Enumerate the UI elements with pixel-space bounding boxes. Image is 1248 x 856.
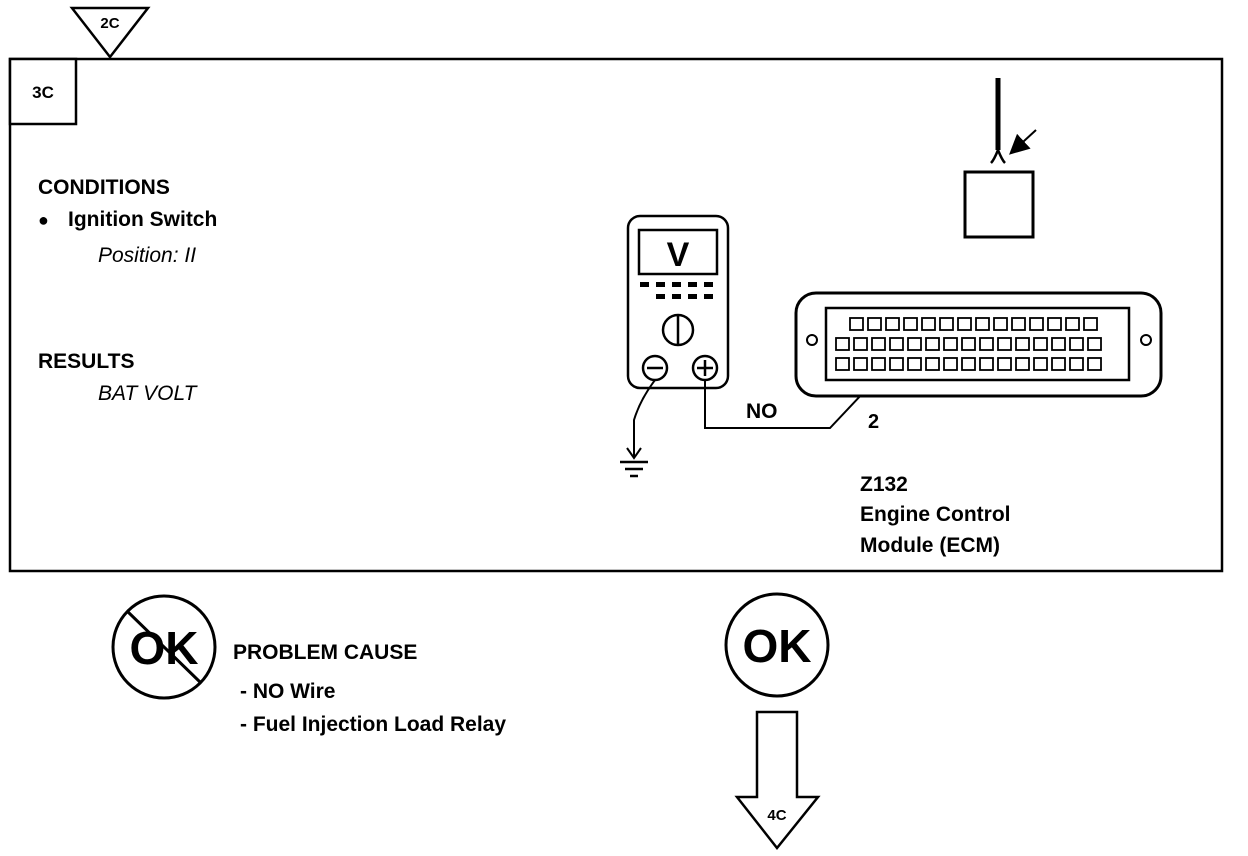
prev-step-ref: 2C (100, 15, 119, 32)
ecm-pin-cavity (939, 317, 954, 331)
ecm-pin-cavity (943, 337, 958, 351)
negative-terminal (641, 354, 669, 382)
module-code: Z132 (860, 473, 908, 496)
results-value: BAT VOLT (98, 382, 199, 405)
next-step-ref: 4C (767, 807, 786, 824)
ecm-pin-cavity (1069, 337, 1084, 351)
problem-cause-heading: PROBLEM CAUSE (233, 641, 417, 664)
meter-display (637, 228, 719, 276)
ecm-pin-cavity (885, 317, 900, 331)
ecm-pin-cavity (871, 357, 886, 371)
relay-component (963, 78, 1037, 239)
module-name-line1: Engine Control (860, 503, 1011, 526)
negative-lead (633, 379, 656, 458)
ecm-pin-cavity (1047, 317, 1062, 331)
pin-label: 2 (868, 411, 879, 433)
condition-bullet: ● (38, 210, 49, 230)
ecm-pin-cavity (871, 337, 886, 351)
meter-buttons (640, 282, 713, 299)
ok-label: OK (743, 620, 812, 672)
conditions-heading: CONDITIONS (38, 176, 170, 199)
meter-dial (661, 313, 695, 347)
ecm-pin-cavity (979, 357, 994, 371)
ecm-pin-cavity (1033, 357, 1048, 371)
results-heading: RESULTS (38, 350, 134, 373)
ecm-pin-cavity (907, 357, 922, 371)
step-id-box (8, 57, 78, 126)
ecm-pin-cavity (957, 317, 972, 331)
ecm-pin-cavity (853, 357, 868, 371)
ecm-pin-cavity (889, 337, 904, 351)
ecm-pin-cavity (1069, 357, 1084, 371)
ecm-pin-cavity (1011, 317, 1026, 331)
ok-symbol: OK (724, 592, 830, 698)
step-id: 3C (32, 83, 54, 102)
wire-label: NO (746, 400, 778, 423)
ecm-pin-grid (835, 317, 1102, 371)
next-step-arrow: 4C (734, 710, 821, 851)
module-name-line2: Module (ECM) (860, 534, 1000, 557)
ecm-pin-cavity (1087, 337, 1102, 351)
ecm-pin-cavity (903, 317, 918, 331)
ecm-pin-cavity (1015, 337, 1030, 351)
ecm-pin-cavity (993, 317, 1008, 331)
ecm-pin-cavity (1051, 357, 1066, 371)
meter-unit: V (667, 236, 690, 274)
ecm-pin-cavity (849, 317, 864, 331)
ecm-pin-cavity (907, 337, 922, 351)
ecm-pin-cavity (1015, 357, 1030, 371)
ecm-pin-cavity (1083, 317, 1098, 331)
positive-lead (704, 372, 883, 429)
ecm-pin-cavity (1065, 317, 1080, 331)
ecm-pin-cavity (835, 337, 850, 351)
ecm-pin-cavity (1029, 317, 1044, 331)
ground-icon (620, 460, 648, 478)
ecm-connector (794, 291, 1163, 398)
ecm-pin-cavity (1087, 357, 1102, 371)
ecm-pin-cavity (961, 337, 976, 351)
ecm-pin-cavity (961, 357, 976, 371)
ecm-pin-cavity (997, 357, 1012, 371)
incoming-step-marker: 2C (69, 6, 151, 60)
ecm-pin-cavity (1033, 337, 1048, 351)
relay-box (963, 170, 1035, 239)
ecm-pin-cavity (1051, 337, 1066, 351)
problem-cause-item-2: - Fuel Injection Load Relay (240, 713, 506, 736)
problem-cause-item-1: - NO Wire (240, 680, 335, 703)
condition-item: Ignition Switch (68, 208, 217, 231)
ecm-pin-cavity (997, 337, 1012, 351)
ecm-pin-cavity (921, 317, 936, 331)
ecm-pin-cavity (867, 317, 882, 331)
not-ok-symbol: OK (111, 594, 217, 700)
ecm-pin-cavity (835, 357, 850, 371)
ecm-pin-cavity (925, 337, 940, 351)
ecm-pin-cavity (925, 357, 940, 371)
ecm-pin-cavity (979, 337, 994, 351)
ecm-pin-cavity (943, 357, 958, 371)
ecm-pin-cavity (853, 337, 868, 351)
condition-detail: Position: II (98, 244, 196, 267)
voltmeter: V (626, 214, 730, 390)
positive-terminal (691, 354, 719, 382)
ecm-pin-cavity (975, 317, 990, 331)
ecm-pin-cavity (889, 357, 904, 371)
